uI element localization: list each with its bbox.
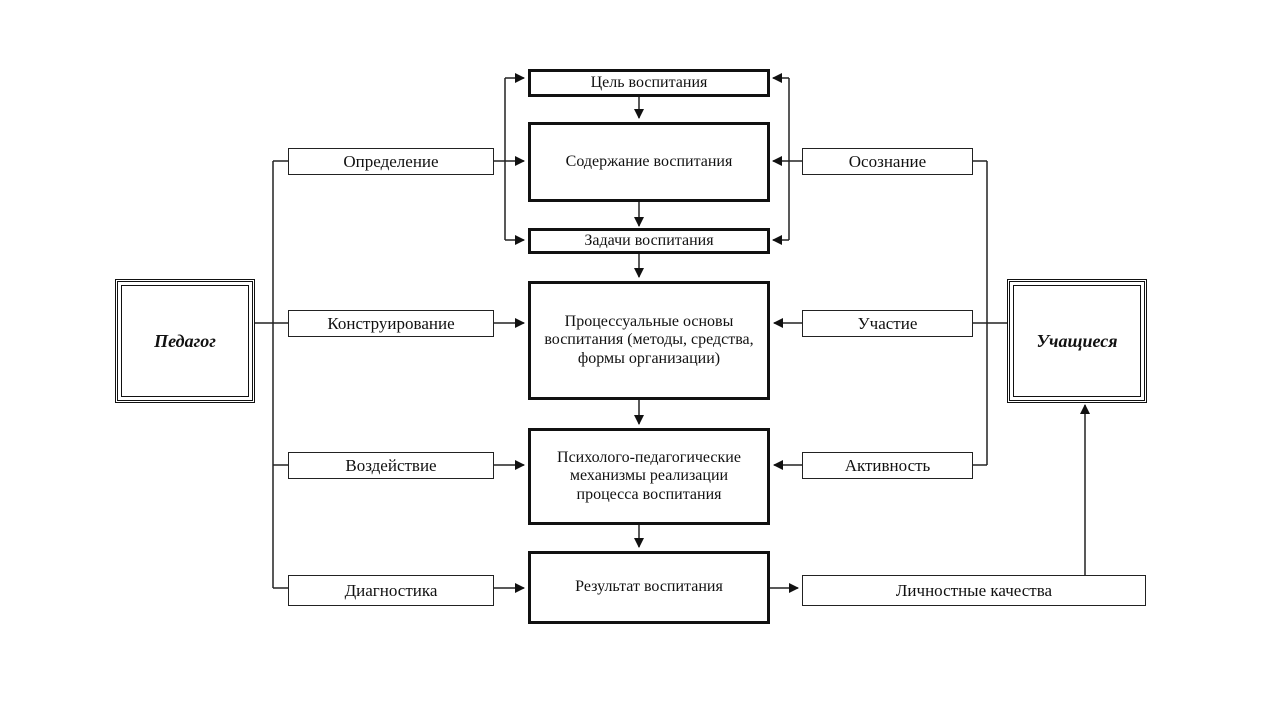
diagnostics-label: Диагностика [344,580,438,600]
activity-label: Активность [844,455,931,475]
awareness-box: Осознание [802,148,973,175]
influence-box: Воздействие [288,452,494,479]
personal-qualities-label: Личностные качества [895,580,1053,600]
tasks-label: Задачи воспитания [584,231,714,249]
students-label: Учащиеся [1036,330,1118,351]
diagnostics-box: Диагностика [288,575,494,606]
personal-qualities-box: Личностные качества [802,575,1146,606]
definition-label: Определение [343,151,439,171]
mechanisms-label: Психолого-педагогические механизмы реали… [557,448,741,503]
goal-box: Цель воспитания [528,69,770,97]
teacher-label: Педагог [154,330,216,351]
participation-box: Участие [802,310,973,337]
procedural-label: Процессуальные основы воспитания (методы… [544,312,754,367]
definition-box: Определение [288,148,494,175]
content-box: Содержание воспитания [528,122,770,202]
activity-box: Активность [802,452,973,479]
construction-label: Конструирование [327,313,455,333]
influence-label: Воздействие [345,455,437,475]
result-label: Результат воспитания [575,578,723,596]
awareness-label: Осознание [848,151,927,171]
content-label: Содержание воспитания [565,152,733,170]
result-box: Результат воспитания [528,551,770,624]
construction-box: Конструирование [288,310,494,337]
teacher-box: Педагог [115,279,255,403]
goal-label: Цель воспитания [590,73,708,91]
students-box: Учащиеся [1007,279,1147,403]
participation-label: Участие [857,313,918,333]
mechanisms-box: Психолого-педагогические механизмы реали… [528,428,770,525]
tasks-box: Задачи воспитания [528,228,770,254]
procedural-box: Процессуальные основы воспитания (методы… [528,281,770,400]
